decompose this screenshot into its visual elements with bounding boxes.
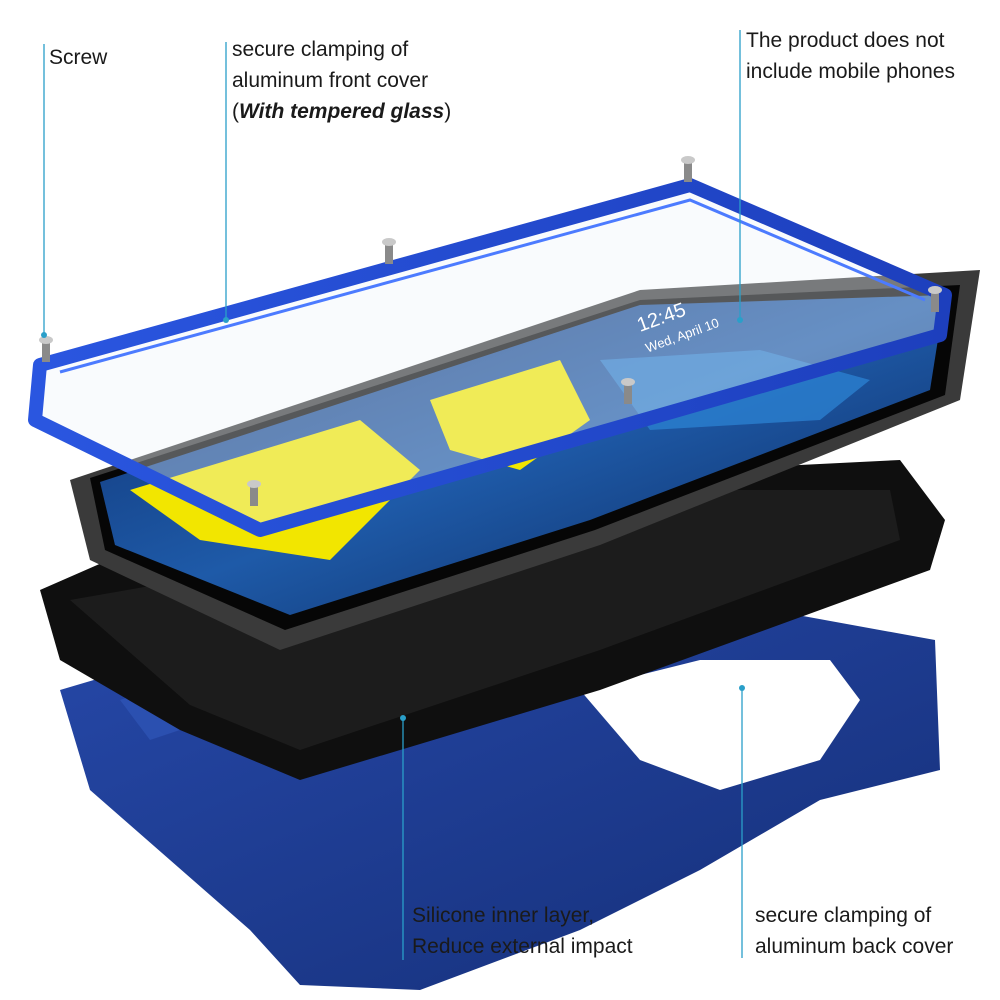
- callout-lines: [43, 30, 743, 960]
- label-screw-text: Screw: [49, 46, 108, 69]
- label-back-cover: secure clamping of aluminum back cover: [755, 900, 953, 962]
- screw-icon: [621, 378, 635, 404]
- label-screw: Screw: [49, 42, 107, 73]
- label-no-phone-line2: include mobile phones: [746, 60, 955, 83]
- screw-icon: [39, 336, 53, 362]
- screw-icon: [681, 156, 695, 182]
- label-front-cover: secure clamping of aluminum front cover …: [232, 34, 451, 127]
- label-no-phone-line1: The product does not: [746, 29, 945, 52]
- label-front-cover-paren-open: (: [232, 100, 239, 123]
- label-silicone: Silicone inner layer, Reduce external im…: [412, 900, 633, 962]
- label-back-cover-line2: aluminum back cover: [755, 935, 954, 958]
- label-front-cover-line1: secure clamping of: [232, 38, 409, 61]
- callout-dots: [41, 317, 745, 721]
- front-cover-frame: [28, 178, 952, 537]
- label-silicone-line1: Silicone inner layer,: [412, 904, 595, 927]
- screws: [39, 156, 942, 506]
- label-back-cover-line1: secure clamping of: [755, 904, 932, 927]
- label-silicone-line2: Reduce external impact: [412, 935, 633, 958]
- screw-icon: [247, 480, 261, 506]
- label-front-cover-emphasis: With tempered glass: [239, 100, 445, 123]
- label-front-cover-line2: aluminum front cover: [232, 69, 429, 92]
- screw-icon: [382, 238, 396, 264]
- screw-icon: [928, 286, 942, 312]
- label-no-phone: The product does not include mobile phon…: [746, 25, 955, 87]
- label-front-cover-line3: (With tempered glass): [232, 96, 451, 127]
- label-front-cover-paren-close: ): [444, 100, 452, 123]
